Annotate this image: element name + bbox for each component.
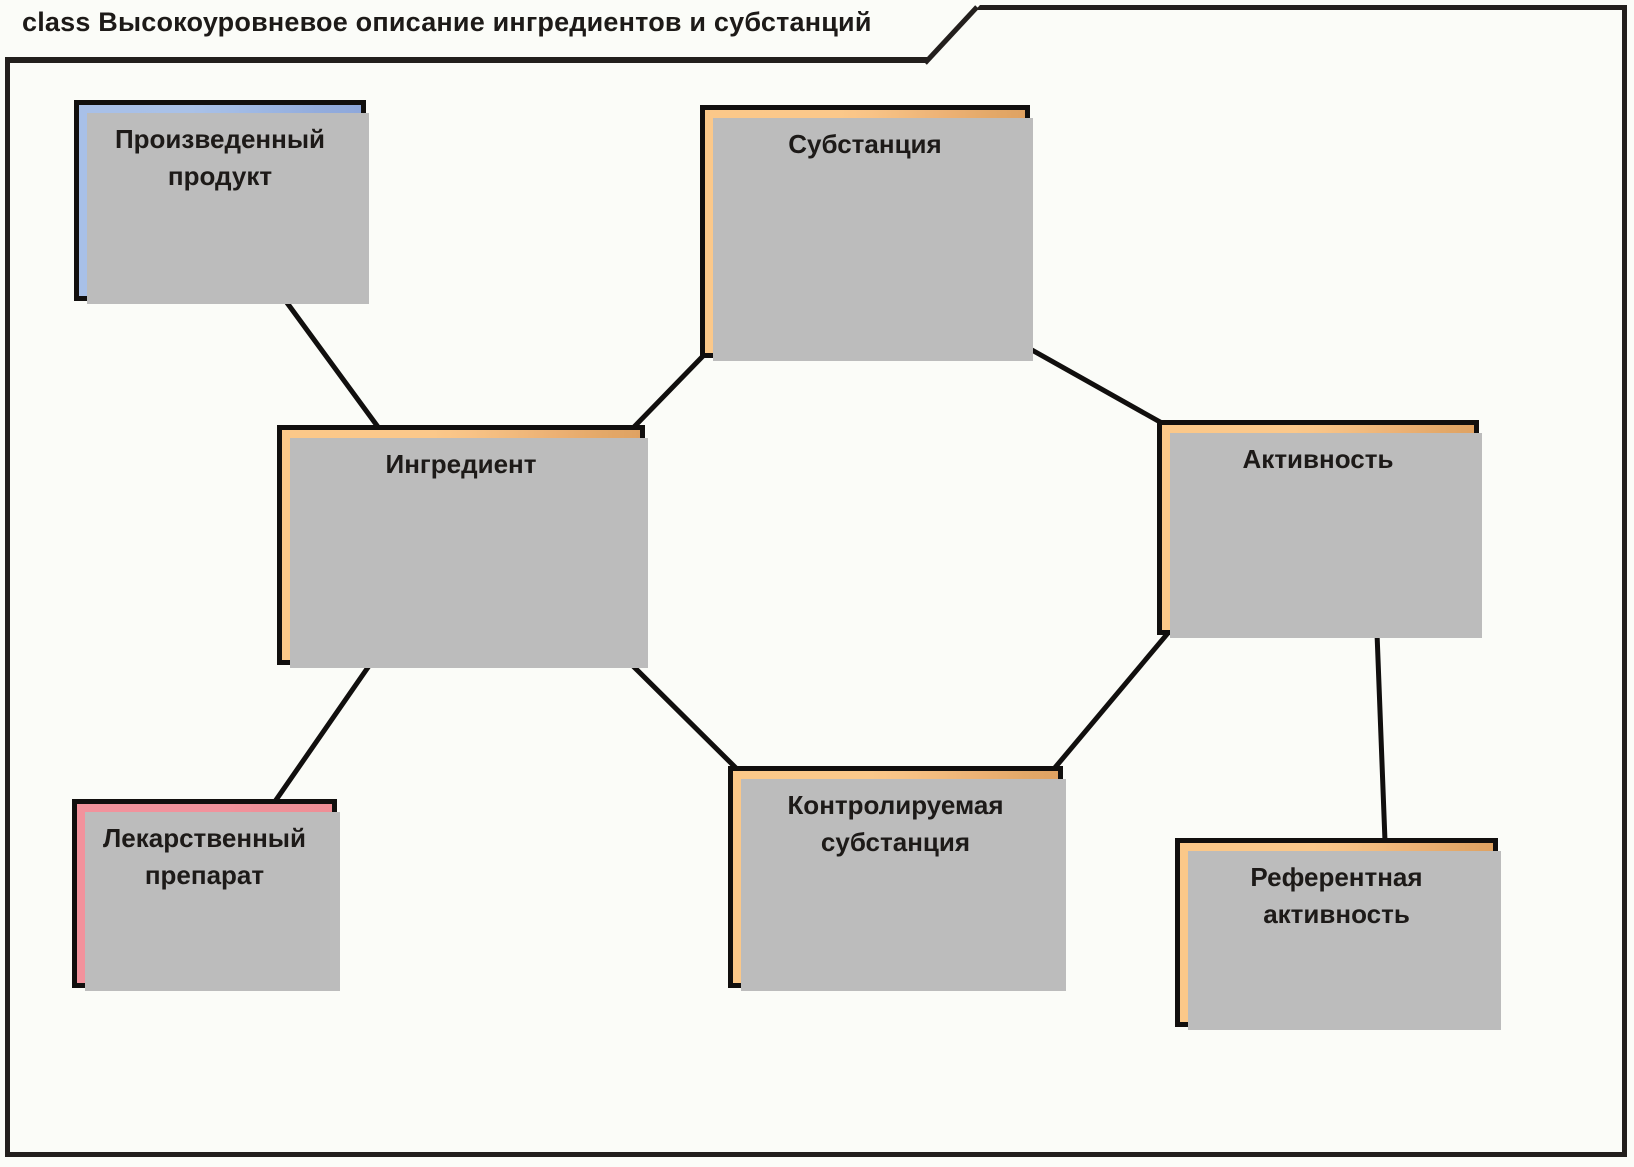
diagram-title-tab xyxy=(5,5,980,63)
class-node-ingredient[interactable]: Ингредиент xyxy=(277,425,648,668)
class-node-reference-activity[interactable]: Референтная активность xyxy=(1175,838,1501,1030)
title-tab-slash-icon xyxy=(923,5,979,65)
class-node-label: Активность xyxy=(1242,444,1394,474)
node-shadow xyxy=(741,779,1066,991)
edge-substance-ingredient xyxy=(630,353,706,431)
class-node-substance[interactable]: Субстанция xyxy=(700,105,1033,361)
class-node-product[interactable]: Произведенный продукт xyxy=(74,100,369,304)
edge-ingredient-controlled xyxy=(626,659,744,776)
class-node-label: Ингредиент xyxy=(385,449,537,479)
edge-product-ingredient xyxy=(281,296,382,431)
node-shadow xyxy=(290,438,648,668)
class-node-label: Субстанция xyxy=(788,129,942,159)
node-shadow xyxy=(1170,433,1482,638)
edge-activity-controlled xyxy=(1049,629,1172,774)
class-node-label: Лекарственный препарат xyxy=(103,823,306,890)
class-node-drug[interactable]: Лекарственный препарат xyxy=(72,799,340,991)
class-node-label: Референтная активность xyxy=(1250,862,1423,929)
class-node-activity[interactable]: Активность xyxy=(1157,420,1482,638)
node-shadow xyxy=(85,812,340,991)
node-shadow xyxy=(713,118,1033,361)
edge-substance-activity xyxy=(1028,346,1164,426)
class-node-controlled-substance[interactable]: Контролируемая субстанция xyxy=(728,766,1066,991)
page-title: class Высокоуровневое описание ингредиен… xyxy=(22,7,872,37)
node-shadow xyxy=(1188,851,1501,1030)
class-node-label: Контролируемая субстанция xyxy=(787,790,1004,857)
edge-ingredient-drug xyxy=(272,659,375,804)
edge-activity-refactivity xyxy=(1374,630,1388,844)
class-node-label: Произведенный продукт xyxy=(114,124,326,191)
node-shadow xyxy=(87,113,369,304)
